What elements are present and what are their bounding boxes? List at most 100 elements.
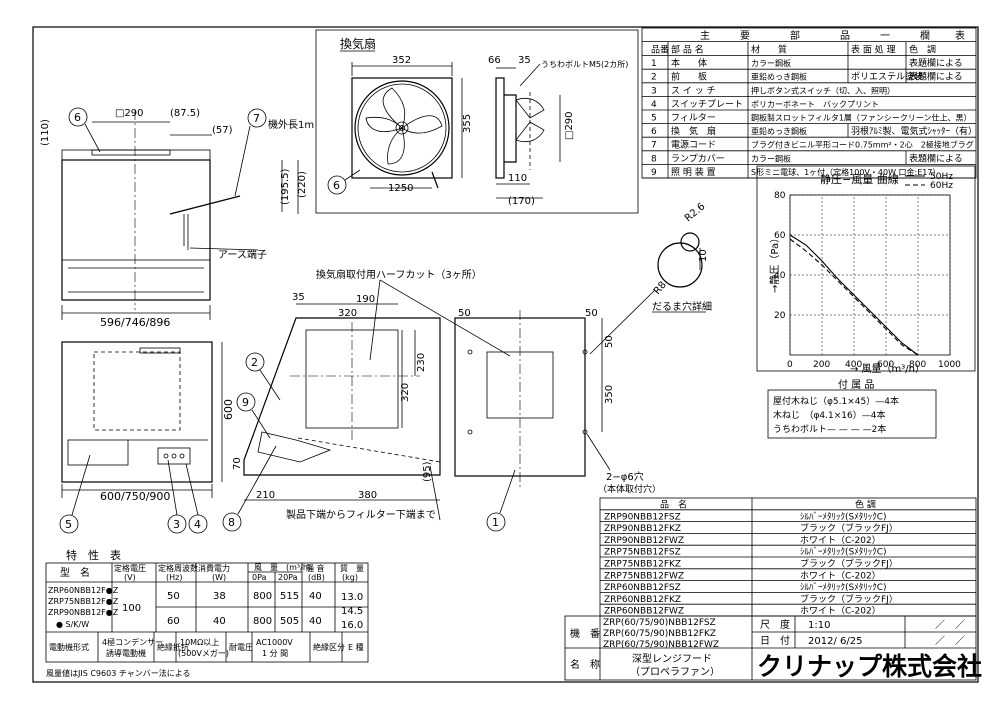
spec-h-model: 型 名 [60,566,90,579]
parts-header-cell: 色 調 [909,44,936,56]
parts-cell: ス イ ッ チ [671,85,716,96]
date-value: 2012/ 6/25 [808,636,862,647]
dim-57: (57) [212,125,233,136]
dim-355: 355 [462,114,473,133]
chart-xtick: 200 [813,360,830,370]
parts-cell: 亜鉛めっき鋼板 [751,126,807,136]
dim-87: (87.5) [170,108,200,119]
product-name-2: （プロペラファン） [630,666,720,678]
cord-length: 機外長1m [268,118,314,131]
parts-cell: 1 [651,59,657,69]
color-tone: ホワイト（C-202） [800,606,881,617]
parts-title-char: 表 [955,29,965,42]
color-tone: ホワイト（C-202） [800,535,881,546]
parts-cell: 6 [651,127,657,137]
balloon-4: 4 [194,518,201,531]
color-tone: ブラック（ブラックFJ） [800,593,898,605]
dim-66: 66 [488,55,501,66]
balloon-3: 3 [173,518,180,531]
svg-text:6: 6 [333,179,340,192]
parts-header-cell: 部 品 名 [671,44,704,56]
switch-panel [157,447,191,465]
svg-text:0Pa: 0Pa [252,573,267,582]
company-name: クリナップ株式会社 [757,652,982,681]
name-label: 名 称 [570,658,600,671]
bolt-note: うちわボルトM5(2カ所) [541,59,628,69]
parts-cell: 表題欄による [909,57,963,69]
color-tone: ｼﾙﾊﾞｰﾒﾀﾘｯｸ(SﾒﾀﾘｯｸC) [800,547,887,558]
dim-50-b: 50 [585,308,598,319]
svg-text:絶縁区分: 絶縁区分 [313,642,345,652]
chart-xtick: 0 [787,360,793,370]
title-block: 機 番 ZRP(60/75/90)NBB12FSZ ZRP(60/75/90)N… [564,615,982,681]
svg-text:質 量: 質 量 [340,563,364,573]
chart-title: 静圧−風量 曲線 [820,172,899,186]
dim-170-side: (170) [508,196,535,207]
parts-cell: 表題欄による [909,71,963,83]
balloon-7: 7 [253,112,260,125]
hole-spec: 2−φ6穴 [606,470,644,483]
svg-text:16.0: 16.0 [341,620,363,631]
spec-cell: 800 [253,616,272,627]
svg-text:(kg): (kg) [342,573,358,582]
svg-text:(dB): (dB) [308,573,325,582]
svg-text:耐電圧: 耐電圧 [229,642,253,652]
dim-190: 190 [356,294,375,305]
color-tone: ブラック（ブラックFJ） [800,522,898,534]
parts-title-char: 要 [740,30,750,42]
halfcut-note: 換気扇取付用ハーフカット（3ヶ所） [316,268,482,281]
spec-model-75: ZRP75NBB12F●Z [48,597,119,606]
dim-35: 35 [518,55,531,66]
color-tone: ホワイト（C-202） [800,570,881,581]
parts-title-char: 部 [790,29,800,42]
bottom-view: 600/750/900 600 5 3 4 [59,341,235,534]
parts-cell: 2 [651,73,657,83]
parts-cell: 本 体 [671,57,707,69]
spec-model-60: ZRP60NBB12F●Z [48,586,119,595]
fan-blade-icon [365,87,443,165]
svg-text:(Hz): (Hz) [166,573,182,582]
scale-label: 尺 度 [760,618,790,631]
balloon-8: 8 [228,516,235,529]
chart-xtick: 400 [845,360,862,370]
svg-text:E 種: E 種 [348,642,364,652]
parts-title-char: 欄 [920,29,930,42]
spec-title: 特 性 表 [66,548,121,562]
parts-cell: 押しボタン式スイッチ（切、入、照明） [751,85,895,95]
dim-352: 352 [392,55,411,66]
balloon-1: 1 [492,516,499,529]
color-header-model: 品 名 [660,499,687,511]
parts-header-cell: 品番 [651,44,669,56]
chart-ylabel: →静圧（Pa） [768,233,781,293]
parts-cell: カラー鋼板 [751,153,791,163]
parts-cell: 7 [651,141,657,151]
accessories: 付 属 品 屋付木ねじ（φ5.1×45）—4本 木ねじ （φ4.1×16）—4本… [767,378,937,439]
color-model: ZRP90NBB12FKZ [604,524,681,534]
dim-width-front: 596/746/896 [100,316,170,329]
parts-cell: 9 [651,168,657,178]
duct-view: 換気扇取付用ハーフカット（3ヶ所） 35 190 320 230 320 70 … [222,268,661,532]
parts-cell: 8 [651,154,657,164]
svg-text:AC1000V: AC1000V [256,638,293,647]
front-view: □290 (87.5) (57) 7 機外長1m アース端子 6 (110) (… [40,107,314,329]
svg-text:定格電圧: 定格電圧 [114,563,146,573]
accessory-1: 屋付木ねじ（φ5.1×45）—4本 [773,395,899,407]
svg-text:騒 音: 騒 音 [306,563,325,573]
slash-2: ／ ／ [935,635,965,647]
dim-50-a: 50 [458,308,471,319]
model-line-1: ZRP(60/75/90)NBB12FSZ [603,618,716,628]
chart-ytick: 60 [774,231,786,241]
chart-series-50Hz [789,234,919,356]
parts-cell: 前 板 [671,71,707,83]
balloon-9: 9 [242,396,249,409]
filter-note: 製品下端からフィルター下端まで [286,508,436,521]
parts-title-char: 主 [700,30,710,42]
spec-cell: 800 [253,591,272,602]
dim-195: (195.5) [280,168,291,205]
parts-cell: 4 [651,100,657,110]
daruma-label: だるま穴詳細 [652,300,712,313]
dim-600: 600 [222,399,235,420]
daruma-hole-detail: R2.6 10 R8 だるま穴詳細 [589,201,712,355]
